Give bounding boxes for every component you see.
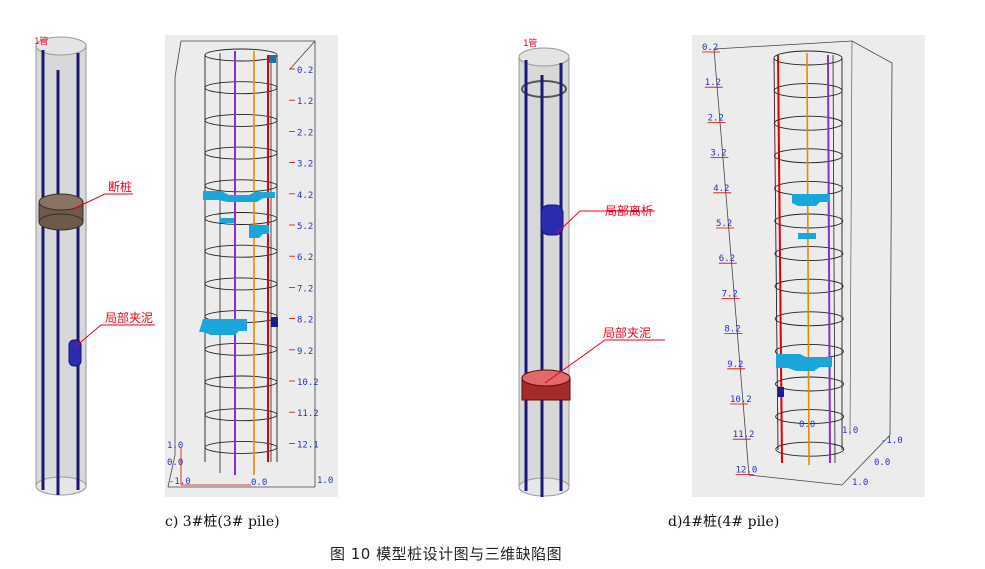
- pile3-tube-label: 1管: [34, 35, 48, 47]
- pile3-defect-5m-a: [220, 218, 234, 223]
- pile4-tube-orange: [806, 52, 810, 466]
- pile3-model-diagram: 1管 断桩 局部夹泥: [34, 35, 155, 496]
- pile3-axis-left-2: 0.0: [167, 458, 183, 468]
- pile3-defect-5m-b: [249, 225, 269, 238]
- pile4-ring: [775, 441, 845, 457]
- pile4-axis-bottom-1: 0.0: [799, 420, 815, 430]
- pile4-depth-tick-label: 7.2: [722, 289, 738, 299]
- pile3-defect-8m: [199, 319, 247, 335]
- pile3-defect-8m-dark: [271, 317, 278, 327]
- pile4-depth-tick-label: 2.2: [708, 113, 724, 123]
- pile4-ring: [774, 311, 844, 327]
- pile4-defect-4m: [792, 194, 830, 206]
- pile4-depth-tick-label: 12.0: [736, 465, 758, 475]
- pile4-depth-tick-label: 4.2: [713, 184, 729, 194]
- pile3-clay-leader: [74, 324, 155, 348]
- pile4-defect-9m-dark: [778, 387, 784, 397]
- pile4-ring: [775, 409, 845, 425]
- pile3-axis-bottom-1: 0.0: [251, 478, 267, 488]
- pile3-depth-tick-label: 12.1: [297, 440, 319, 450]
- pile4-defect-9m: [776, 354, 832, 371]
- pile4-depth-tick-label: 1.2: [705, 78, 721, 88]
- pile3-break-leader: [72, 193, 133, 210]
- caption-pile-3: c) 3#桩(3# pile): [165, 514, 280, 530]
- pile3-clay-label: 局部夹泥: [105, 310, 153, 325]
- pile3-3d-background: [165, 35, 338, 497]
- pile4-depth-tick-label: 8.2: [724, 325, 740, 335]
- pile3-clay-defect: [68, 339, 82, 367]
- pile4-model-diagram: 1管 局部离析 局部夹泥: [518, 37, 665, 497]
- pile3-3d-defect-plot: 0.2 1.2 2.2 3.2 4.2 5.2 6.2 7.2 8.2 9.2 10.2 11.2 12…: [165, 35, 338, 497]
- pile4-axis-left-2: 0.0: [874, 458, 890, 468]
- pile4-tube-label: 1管: [523, 37, 537, 49]
- pile4-segregation-leader: [556, 210, 655, 234]
- pile4-segregation-defect: [540, 204, 564, 236]
- pile4-ring: [773, 148, 843, 164]
- pile4-depth-tick-label: 5.2: [716, 219, 732, 229]
- pile4-depth-tick-label: 3.2: [710, 149, 726, 159]
- pile4-tube-purple: [827, 54, 831, 464]
- pile3-depth-tick-label: 3.2: [297, 160, 313, 170]
- pile4-segregation-label: 局部离析: [605, 203, 653, 218]
- pile3-depth-tick-label: 6.2: [297, 253, 313, 263]
- pile4-ring: [774, 213, 844, 229]
- pile4-axis-left-1: -1.0: [881, 436, 903, 446]
- pile4-depth-tick-label: 9.2: [727, 360, 743, 370]
- pile3-depth-tick-label: 4.2: [297, 191, 313, 201]
- pile3-defect-4m: [203, 191, 275, 202]
- pile4-ring: [775, 376, 844, 392]
- pile4-clay-leader: [544, 339, 665, 384]
- pile3-break-label: 断桩: [108, 179, 132, 194]
- pile3-axis-left-1: 1.0: [167, 441, 183, 451]
- pile4-depth-tick-label: 6.2: [719, 254, 735, 264]
- pile3-defect-top: [269, 55, 276, 63]
- pile4-ring: [774, 246, 844, 262]
- pile3-axis-bottom-2: 1.0: [317, 476, 333, 486]
- pile4-depth-tick-label: 11.2: [733, 430, 755, 440]
- pile4-axis-bottom-2: 1.0: [842, 426, 858, 436]
- pile4-depth-tick-label: 10.2: [730, 395, 752, 405]
- pile4-clay-label: 局部夹泥: [603, 325, 651, 340]
- figure-title: 图 10 模型桩设计图与三维缺陷图: [330, 545, 563, 563]
- pile4-depth-tick-label: 0.2: [702, 43, 718, 53]
- pile3-depth-tick-label: 1.2: [297, 97, 313, 107]
- pile3-depth-tick-label: 5.2: [297, 222, 313, 232]
- pile4-defect-5m: [798, 233, 816, 239]
- pile3-depth-tick-label: 0.2: [297, 66, 313, 76]
- pile4-3d-defect-plot: 0.2 1.2 2.2 3.2 4.2 5.2 6.2 7.2 8.2 9.2 10.2 11.2 12…: [692, 35, 925, 497]
- caption-pile-4: d)4#桩(4# pile): [668, 514, 780, 530]
- pile3-depth-tick-label: 10.2: [297, 378, 319, 388]
- pile3-axis-left-3: -1.0: [169, 477, 191, 487]
- pile4-ring: [774, 278, 844, 294]
- pile3-depth-tick-label: 11.2: [297, 409, 319, 419]
- pile3-depth-tick-label: 8.2: [297, 316, 313, 326]
- pile3-depth-tick-label: 2.2: [297, 128, 313, 138]
- pile3-depth-tick-label: 7.2: [297, 284, 313, 294]
- pile3-depth-tick-label: 9.2: [297, 347, 313, 357]
- pile4-axis-left-3: 1.0: [852, 478, 868, 488]
